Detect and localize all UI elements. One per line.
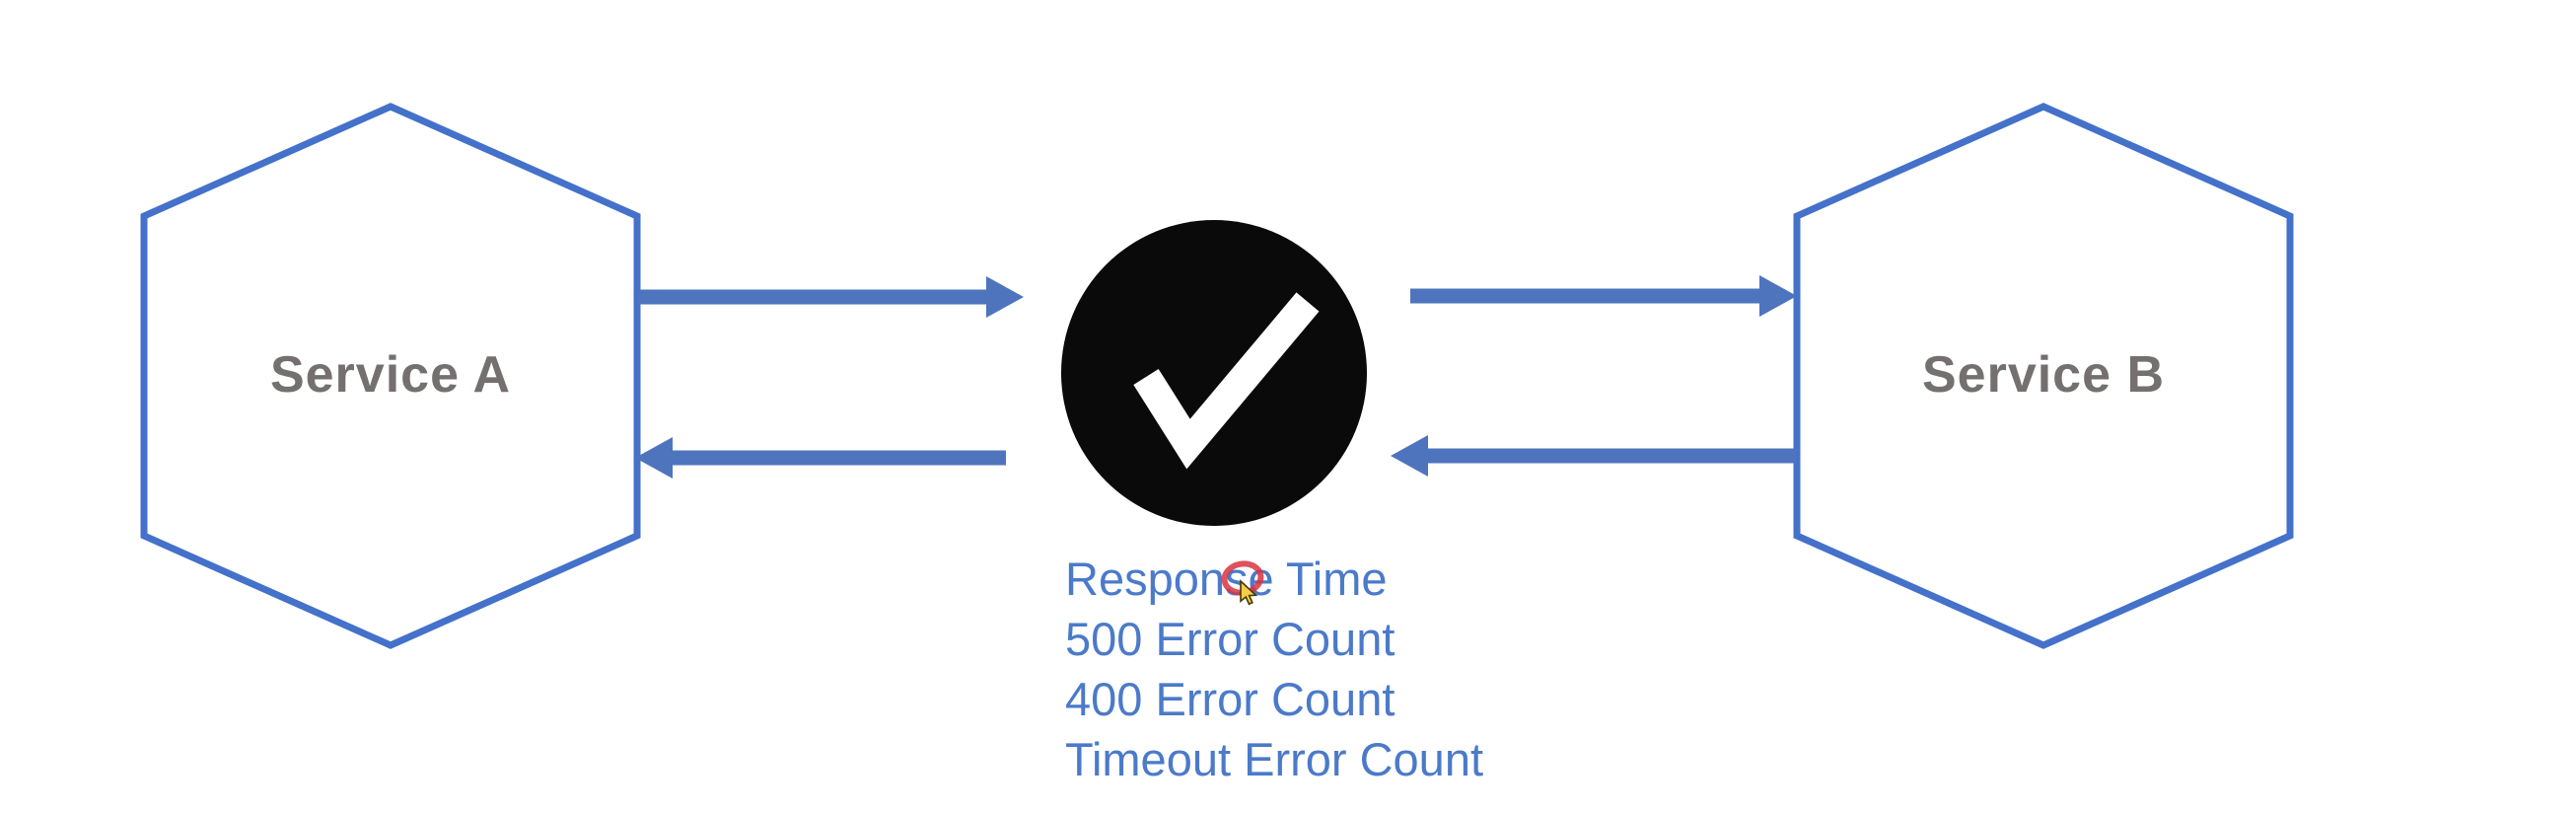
service-b-label: Service B [1921,346,2166,404]
arrow-check-to-a [635,437,1006,479]
service-a-hexagon [140,103,641,649]
arrow-check-to-b [1410,275,1797,317]
service-a-label: Service A [269,346,512,404]
metric-response-time: Response Time [1065,553,1388,605]
arrow-b-to-check [1391,435,1796,477]
service-b-hexagon [1793,103,2294,649]
arrow-a-to-check [638,276,1024,318]
metric-400-error-count: 400 Error Count [1065,673,1395,725]
metric-timeout-error-count: Timeout Error Count [1065,733,1484,785]
metrics-list: Response Time 500 Error Count 400 Error … [1065,549,1483,789]
metric-500-error-count: 500 Error Count [1065,613,1395,665]
check-circle-icon [1061,220,1367,526]
